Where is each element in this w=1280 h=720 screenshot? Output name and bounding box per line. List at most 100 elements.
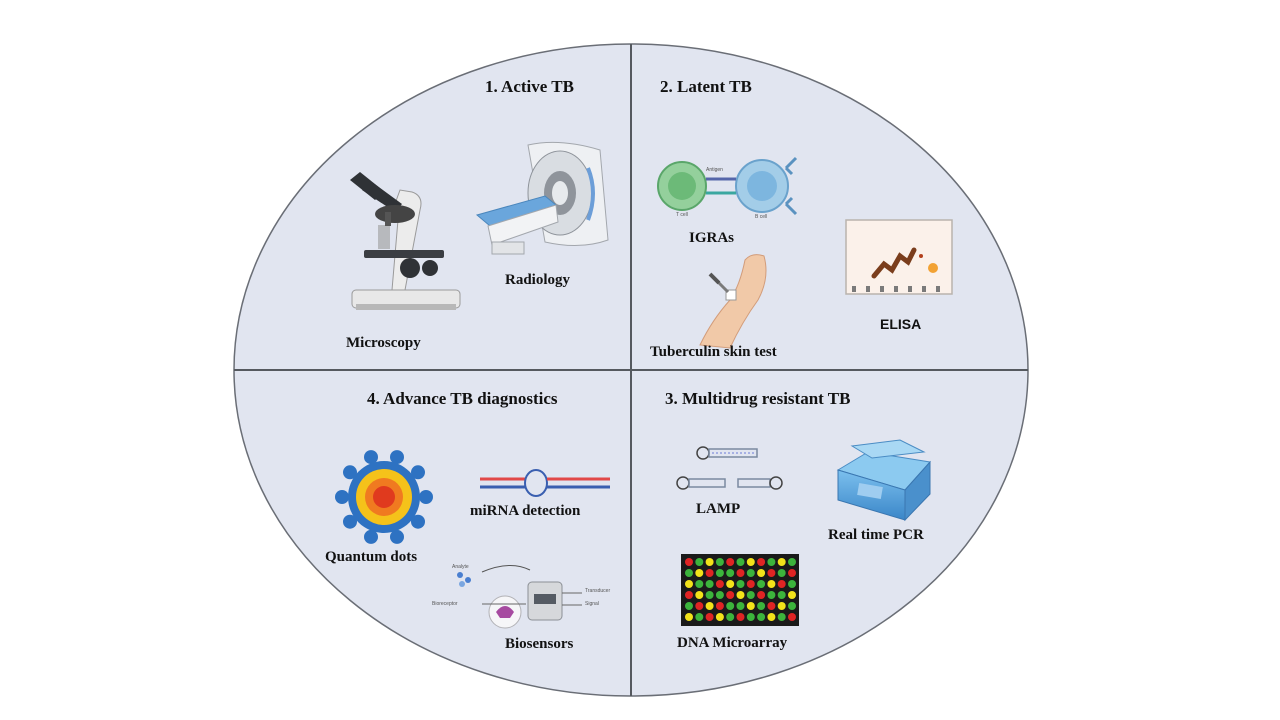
- quantum-dot-ligand: [343, 514, 357, 529]
- label-tuberculin-skin-test: Tuberculin skin test: [650, 344, 777, 360]
- lamp-dna-loop-icon: [676, 446, 783, 490]
- microarray-spot: [777, 569, 786, 577]
- microarray-spot: [788, 558, 796, 566]
- quantum-dot-ligand: [390, 450, 404, 465]
- microarray-spot: [767, 580, 776, 588]
- microarray-spot: [695, 613, 704, 621]
- label-microscopy: Microscopy: [346, 335, 421, 351]
- microarray-spot: [746, 602, 755, 610]
- microarray-spot: [746, 569, 755, 577]
- label-elisa: ELISA: [880, 316, 922, 332]
- biosensor-analyte-label: Analyte: [452, 564, 469, 570]
- quantum-dot-ligand: [390, 529, 404, 544]
- t-cell-b-cell-icon: [657, 156, 798, 216]
- microarray-spot: [767, 591, 776, 599]
- microarray-spot: [705, 580, 714, 588]
- microarray-spot: [685, 558, 693, 566]
- label-dna-microarray: DNA Microarray: [677, 635, 788, 651]
- microarray-spot: [777, 580, 786, 588]
- microarray-spot: [736, 569, 745, 577]
- quadrant-title-latent-tb: 2. Latent TB: [660, 77, 752, 96]
- pcr-machine-icon: [836, 439, 931, 522]
- ct-scanner-icon: [475, 141, 609, 255]
- microarray-spot: [788, 602, 796, 610]
- microarray-spot: [685, 602, 693, 610]
- igra-tcell-label: T cell: [676, 212, 688, 218]
- microarray-spot: [767, 613, 776, 621]
- microarray-spot: [715, 602, 724, 610]
- microarray-spot: [746, 580, 755, 588]
- microarray-spot: [695, 580, 704, 588]
- microarray-spot: [695, 558, 704, 566]
- microarray-dots: [685, 558, 796, 621]
- microarray-spot: [685, 580, 693, 588]
- microarray-spot: [685, 613, 693, 621]
- quantum-dot-ligand: [343, 465, 357, 480]
- microarray-spot: [757, 591, 766, 599]
- microarray-spot: [777, 602, 786, 610]
- quantum-dot-ligand: [411, 465, 425, 480]
- microarray-spot: [715, 580, 724, 588]
- biosensor-icon: [457, 565, 582, 629]
- biosensor-transducer-label: Transducer: [585, 588, 611, 594]
- microarray-spot: [788, 591, 796, 599]
- microarray-spot: [685, 569, 693, 577]
- quantum-dot-ligand: [411, 514, 425, 529]
- microarray-spot: [736, 558, 745, 566]
- label-quantum-dots: Quantum dots: [325, 549, 418, 565]
- microarray-grid-icon: [681, 554, 799, 626]
- microarray-spot: [757, 580, 766, 588]
- microarray-spot: [715, 613, 724, 621]
- elisa-well-icon: [845, 219, 953, 295]
- microarray-spot: [788, 580, 796, 588]
- microarray-spot: [726, 591, 735, 599]
- microarray-spot: [746, 558, 755, 566]
- microarray-spot: [746, 591, 755, 599]
- quantum-dot-ligand: [419, 490, 433, 504]
- microscope-icon: [350, 172, 461, 310]
- microarray-spot: [695, 591, 704, 599]
- microarray-spot: [757, 569, 766, 577]
- igra-bcell-label: B cell: [755, 214, 768, 220]
- microarray-spot: [705, 558, 714, 566]
- microarray-spot: [736, 580, 745, 588]
- microarray-spot: [715, 591, 724, 599]
- label-lamp: LAMP: [696, 501, 741, 517]
- microarray-spot: [685, 591, 693, 599]
- microarray-spot: [777, 558, 786, 566]
- microarray-spot: [746, 613, 755, 621]
- microarray-spot: [705, 569, 714, 577]
- microarray-spot: [736, 591, 745, 599]
- microarray-spot: [767, 558, 776, 566]
- microarray-spot: [767, 602, 776, 610]
- microarray-spot: [757, 602, 766, 610]
- label-biosensors: Biosensors: [505, 636, 574, 652]
- microarray-spot: [726, 613, 735, 621]
- microarray-spot: [788, 569, 796, 577]
- biosensor-signal-label: Signal: [585, 601, 599, 607]
- microarray-spot: [736, 613, 745, 621]
- microarray-spot: [767, 569, 776, 577]
- label-mirna-detection: miRNA detection: [470, 503, 581, 519]
- microarray-spot: [777, 591, 786, 599]
- quantum-dot-icon: [335, 450, 433, 544]
- quantum-dot-ligand: [364, 529, 378, 544]
- microarray-spot: [715, 558, 724, 566]
- biosensor-bioreceptor-label: Bioreceptor: [432, 601, 458, 607]
- microarray-spot: [705, 591, 714, 599]
- label-radiology: Radiology: [505, 272, 571, 288]
- microarray-spot: [736, 602, 745, 610]
- microarray-spot: [757, 613, 766, 621]
- microarray-spot: [726, 602, 735, 610]
- quantum-dot-ligand: [364, 450, 378, 465]
- label-igras: IGRAs: [689, 230, 735, 246]
- microarray-spot: [705, 613, 714, 621]
- microarray-spot: [705, 602, 714, 610]
- quadrant-title-advance-tb: 4. Advance TB diagnostics: [367, 389, 558, 408]
- mirna-strand-icon: [480, 469, 610, 497]
- quantum-dot-ligand: [335, 490, 349, 504]
- microarray-spot: [726, 558, 735, 566]
- microarray-spot: [757, 558, 766, 566]
